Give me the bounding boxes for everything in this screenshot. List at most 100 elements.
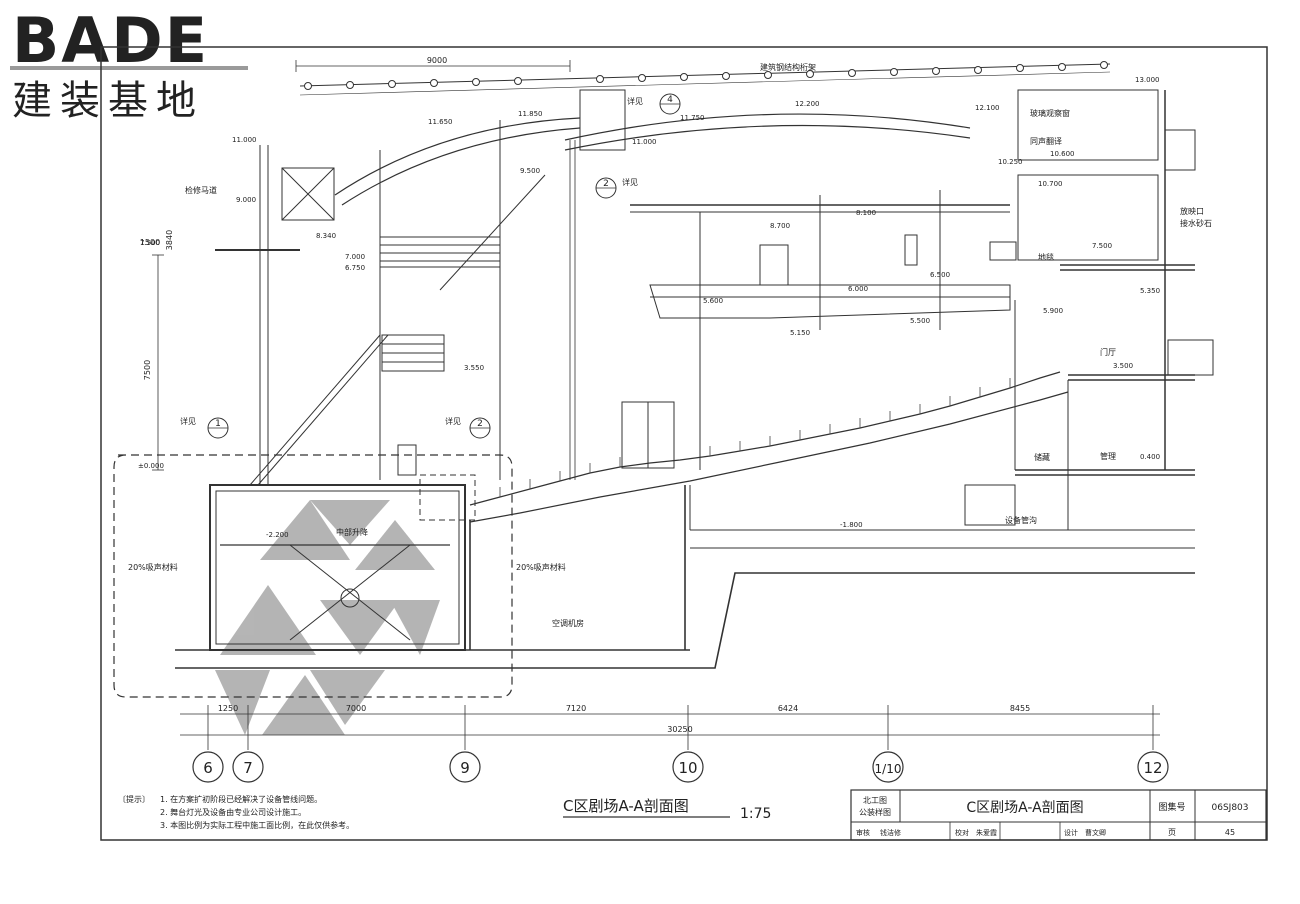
- elev-10250: 10.250: [998, 158, 1023, 166]
- axis-10-circle: [672, 751, 704, 783]
- elev-12200: 12.200: [795, 100, 820, 108]
- label-truss: 建筑钢结构桁架: [760, 62, 816, 72]
- elev-6750: 6.750: [345, 264, 365, 272]
- tb-check-label: 校对: [955, 828, 969, 837]
- seating-steps: [499, 378, 1011, 497]
- tb-reviewer: 钱洁修: [880, 828, 901, 837]
- dim-b1: 1250: [218, 704, 238, 713]
- tb-page-no: 45: [1225, 828, 1235, 837]
- detail-ref-2-top: 详见 2: [595, 177, 638, 199]
- elev-0400: 0.400: [1140, 453, 1160, 461]
- tb-page-label: 页: [1168, 828, 1176, 837]
- label-absorb-right: 20%吸声材料: [516, 562, 566, 572]
- notes-heading: 〔提示〕: [118, 794, 150, 804]
- tb-checker: 朱爱霞: [976, 828, 997, 837]
- label-equipment-trench: 设备管沟: [1005, 515, 1037, 525]
- right-rooms: [690, 89, 1214, 549]
- elev-11000a: 11.000: [232, 136, 257, 144]
- bade-logo: BADE 建装基地: [10, 4, 248, 124]
- dim-b4: 6424: [778, 704, 798, 713]
- axis-label-10: 10: [678, 759, 697, 777]
- detail-ref-4-label: 详见: [627, 96, 643, 106]
- axis-labels: 6 7 9 10 1/10 12: [203, 759, 1162, 777]
- elev-11000b: 11.000: [632, 138, 657, 146]
- tb-review-label: 审核: [856, 828, 870, 837]
- elev-3550: 3.550: [464, 364, 484, 372]
- axis-7-circle: [232, 751, 264, 783]
- dim-top: 9000: [427, 56, 447, 65]
- elev-8700: 8.700: [770, 222, 790, 230]
- elev-12100: 12.100: [975, 104, 1000, 112]
- elev-10600: 10.600: [1050, 150, 1075, 158]
- elev-7500b: 7.500: [1092, 242, 1112, 250]
- detail-ref-2-top-no: 2: [603, 179, 609, 189]
- detail-ref-4: 详见 4: [627, 93, 681, 115]
- label-stage-lift: 中部升降: [336, 527, 368, 537]
- detail-ref-2-mid: 详见 2: [445, 416, 491, 439]
- roof-structure: [299, 63, 1111, 206]
- elev-11750: 11.750: [680, 114, 705, 122]
- elev-5150: 5.150: [790, 329, 810, 337]
- elev-8340: 8.340: [316, 232, 336, 240]
- note-2: 2. 舞台灯光及设备由专业公司设计施工。: [160, 807, 306, 817]
- notes: 〔提示〕 1. 在方案扩初阶段已经解决了设备管线问题。 2. 舞台灯光及设备由专…: [118, 794, 354, 830]
- label-projection: 放映口: [1180, 206, 1204, 216]
- dim-3840: 3840: [165, 230, 174, 250]
- axis-label-7: 7: [243, 759, 253, 777]
- watermark-mark: [215, 500, 440, 735]
- elev-5500: 5.500: [910, 317, 930, 325]
- dim-b3: 7120: [566, 704, 586, 713]
- axis-label-12: 12: [1143, 759, 1162, 777]
- detail-ref-2-mid-label: 详见: [445, 416, 461, 426]
- sheet-title-text: C区剧场A-A剖面图: [563, 797, 689, 815]
- elev-7000: 7.000: [345, 253, 365, 261]
- axis-6-circle: [192, 751, 224, 783]
- label-absorb-left: 20%吸声材料: [128, 562, 178, 572]
- balcony: [621, 190, 1017, 470]
- note-3: 3. 本图比例为实际工程中施工面比例，在此仅供参考。: [160, 820, 354, 830]
- elev-0000: ±0.000: [138, 462, 164, 470]
- tb-set-no: 06SJ803: [1212, 803, 1249, 813]
- logo-tagline: 建装基地: [12, 78, 204, 124]
- stage-pit: [113, 444, 690, 698]
- elev-9000: 9.000: [236, 196, 256, 204]
- elev-6500: 6.500: [930, 271, 950, 279]
- tb-drawing-title: C区剧场A-A剖面图: [966, 800, 1083, 816]
- seating-rake: [469, 371, 1069, 523]
- axis-label-9: 9: [460, 759, 470, 777]
- axis-label-6: 6: [203, 759, 213, 777]
- elev-7500a: 7.500: [140, 239, 160, 247]
- axis-1-10-circle: [872, 751, 904, 783]
- title-block: 北工图 公装样图 C区剧场A-A剖面图 图集号 06SJ803 审核 钱洁修 校…: [850, 789, 1267, 841]
- note-1: 1. 在方案扩初阶段已经解决了设备管线问题。: [160, 794, 322, 804]
- dimension-lines: [152, 60, 1160, 750]
- dimension-text: 9000 1250 7000 7120 6424 8455 30250 7500…: [140, 56, 1030, 734]
- foundation: [175, 485, 1195, 669]
- sheet-title: C区剧场A-A剖面图 1:75: [563, 797, 771, 822]
- elevation-marks: 13.000 12.200 12.100 11.850 11.750 11.65…: [138, 76, 1160, 539]
- elev-6000: 6.000: [848, 285, 868, 293]
- label-water: 接水砂石: [1180, 218, 1212, 228]
- elev-5350: 5.350: [1140, 287, 1160, 295]
- elev-5900: 5.900: [1043, 307, 1063, 315]
- label-management: 管理: [1100, 451, 1116, 461]
- axis-9-circle: [449, 751, 481, 783]
- detail-refs: 详见 4 详见 2 详见 1 详见 2: [180, 93, 681, 439]
- left-structure: [215, 89, 626, 486]
- dim-b2: 7000: [346, 704, 366, 713]
- detail-ref-1: 详见 1: [180, 416, 229, 439]
- elev-11850: 11.850: [518, 110, 543, 118]
- elev-8100: 8.100: [856, 209, 876, 217]
- dim-1500: 1500: [140, 238, 160, 247]
- elev-m2200: -2.200: [266, 531, 289, 539]
- label-glass-room: 玻璃观察窗: [1030, 108, 1070, 118]
- label-storage: 储藏: [1034, 452, 1050, 462]
- logo-brand: BADE: [12, 4, 209, 77]
- label-lobby: 门厅: [1100, 347, 1116, 357]
- axis-label-1-10: 1/10: [875, 762, 902, 776]
- label-catwalk: 检修马道: [185, 185, 217, 195]
- detail-ref-2-mid-no: 2: [477, 419, 483, 429]
- logo-rule: [10, 66, 248, 70]
